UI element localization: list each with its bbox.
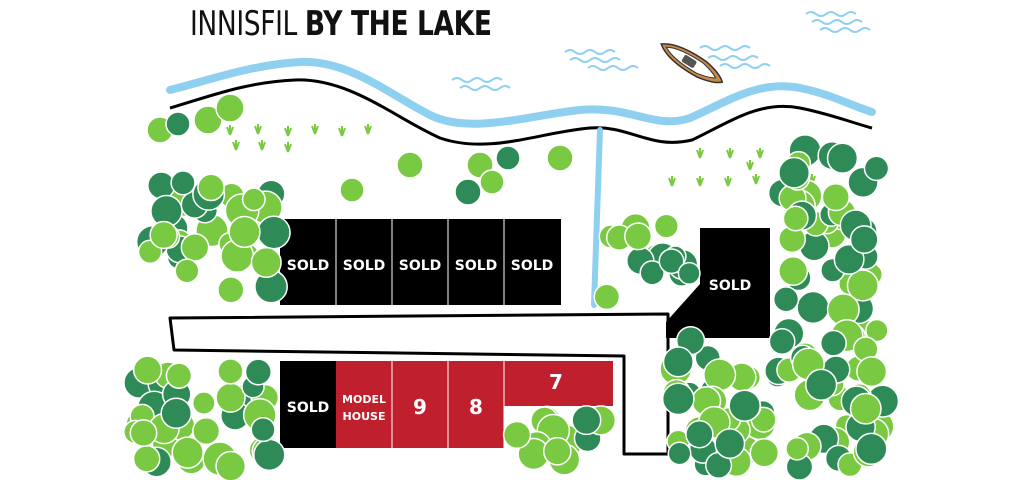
lake-waves (451, 11, 871, 91)
lot-top-4[interactable] (448, 219, 504, 305)
road (168, 312, 670, 456)
lot-bottom-sold-label: SOLD (287, 400, 330, 416)
lot-east-label: SOLD (709, 278, 752, 294)
bottom-row-lots: SOLD MODEL HOUSE 9 8 7 (280, 361, 613, 448)
lot-top-3[interactable] (392, 219, 448, 305)
lot-9[interactable] (392, 361, 448, 448)
boat-icon (660, 43, 724, 84)
lot-8-label: 8 (469, 395, 483, 419)
top-row-lots: SOLD SOLD SOLD SOLD SOLD (280, 219, 561, 305)
lot-top-1-label: SOLD (287, 258, 330, 274)
trees (123, 93, 900, 480)
lot-top-2-label: SOLD (343, 258, 386, 274)
lot-top-2[interactable] (336, 219, 392, 305)
lot-bottom-sold[interactable] (280, 361, 336, 448)
stream (591, 127, 603, 308)
grass-tufts (226, 124, 816, 187)
title-part2: BY THE LAKE (304, 4, 492, 44)
lot-top-5[interactable] (504, 219, 561, 305)
lot-top-5-label: SOLD (511, 258, 554, 274)
shoreline-water (166, 57, 876, 128)
lot-7[interactable] (504, 361, 613, 406)
lot-model-house[interactable] (336, 361, 392, 448)
model-house-label-line2: HOUSE (343, 410, 386, 423)
lot-east[interactable] (666, 228, 770, 338)
lot-top-4-label: SOLD (455, 258, 498, 274)
lot-9-label: 9 (413, 395, 427, 419)
model-house-label-line1: MODEL (342, 393, 386, 406)
title-part1: INNISFIL (190, 4, 305, 44)
lot-8[interactable] (448, 361, 504, 448)
lot-7-label: 7 (549, 370, 563, 394)
lot-top-3-label: SOLD (399, 258, 442, 274)
page-title: INNISFIL BY THE LAKE (190, 4, 492, 44)
shoreline-edge (169, 78, 873, 146)
